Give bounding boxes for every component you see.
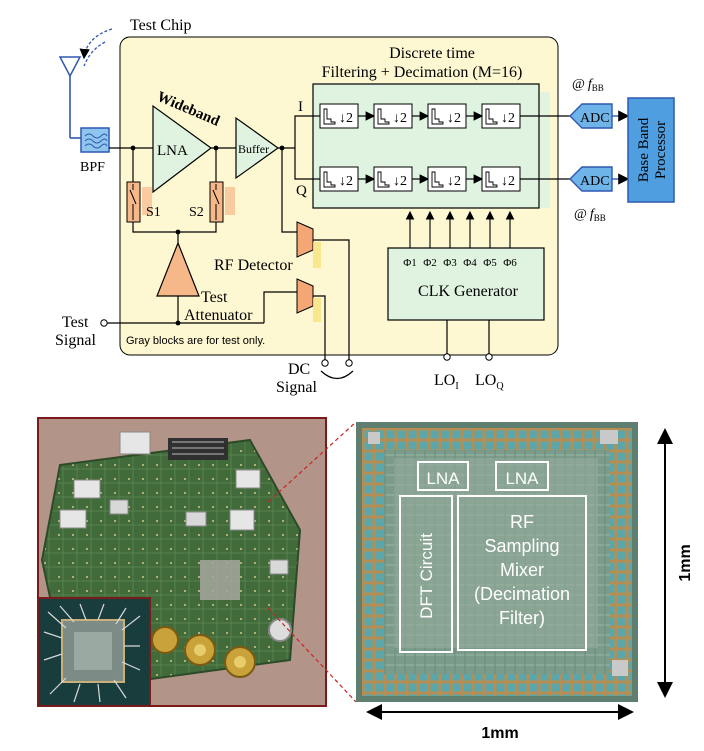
gray-blocks-note: Gray blocks are for test only. (126, 335, 265, 347)
wireless-arrow-2 (84, 42, 105, 66)
dc-terminal-2[interactable] (346, 360, 352, 366)
attenuator-label: Attenuator (184, 307, 253, 324)
svg-text:Base Band: Base Band (636, 117, 652, 182)
test-label: Test (201, 289, 228, 306)
rf-label-line: (Decimation (474, 584, 570, 604)
lo-i-terminal[interactable] (444, 354, 450, 360)
dc-terminal-1[interactable] (322, 360, 328, 366)
q-label: Q (296, 183, 307, 199)
s1-label: S1 (146, 205, 161, 220)
detector-shadow (313, 298, 321, 322)
test-signal-label-1: Test (62, 314, 89, 331)
bpf-label: BPF (80, 160, 105, 175)
rf-detector-shadow (313, 242, 321, 268)
die-lna-right-label: LNA (505, 469, 539, 488)
junction-dot (176, 321, 181, 326)
filter-title-2: Filtering + Decimation (M=16) (322, 64, 523, 81)
decimation-glyph: ↓2 (447, 174, 461, 189)
decimation-glyph: ↓2 (393, 111, 407, 126)
filter-title-1: Discrete time (389, 45, 475, 62)
lo-q-terminal[interactable] (486, 354, 492, 360)
lna-label: LNA (157, 143, 188, 159)
adc-q-label: ADC (580, 174, 610, 189)
dc-brace (321, 371, 353, 379)
fbb-top-label: @fBB (572, 77, 604, 93)
s2-label: S2 (189, 205, 204, 220)
dc-signal-label-1: DC (288, 361, 310, 378)
baseband-processor-label: Base Band Processor (636, 117, 669, 182)
phase-label: Φ4 (463, 257, 477, 269)
clk-generator-label: CLK Generator (418, 283, 519, 300)
dft-circuit-label: DFT Circuit (417, 533, 436, 619)
decimation-glyph: ↓2 (501, 174, 515, 189)
phase-label: Φ5 (483, 257, 497, 269)
i-label: I (298, 99, 303, 115)
rf-label-line: RF (510, 512, 534, 532)
wireless-arrow (84, 29, 112, 58)
switch-shadow (225, 187, 235, 215)
decimation-glyph: ↓2 (447, 111, 461, 126)
decimation-glyph: ↓2 (339, 111, 353, 126)
test-signal-terminal[interactable] (101, 320, 107, 326)
lo-q-label: LOQ (475, 372, 504, 392)
decimation-glyph: ↓2 (393, 174, 407, 189)
antenna-icon (60, 57, 81, 138)
fbb-bottom-label: @fBB (574, 207, 606, 223)
rf-label-line: Sampling (484, 536, 559, 556)
bonded-chip-inset (38, 598, 150, 706)
adc-i-label: ADC (580, 111, 610, 126)
phase-label: Φ2 (423, 257, 437, 269)
decimation-glyph: ↓2 (501, 111, 515, 126)
buffer-label: Buffer (238, 142, 269, 156)
die-lna-left-label: LNA (426, 469, 460, 488)
bpf-block (81, 128, 109, 152)
phase-label: Φ6 (503, 257, 517, 269)
rf-label-line: Filter) (499, 608, 545, 628)
dim-horizontal-label: 1mm (481, 725, 518, 742)
test-signal-label-2: Signal (55, 332, 96, 349)
svg-text:@fBB: @fBB (572, 77, 604, 93)
decimation-glyph: ↓2 (339, 174, 353, 189)
phase-label: Φ1 (403, 257, 417, 269)
lo-i-label: LOI (434, 372, 459, 392)
svg-text:Processor: Processor (653, 121, 669, 179)
dc-signal-label-2: Signal (276, 379, 317, 396)
rf-detector-label: RF Detector (214, 257, 293, 274)
rf-label-line: Mixer (500, 560, 544, 580)
svg-text:@fBB: @fBB (574, 207, 606, 223)
test-chip-label: Test Chip (130, 17, 192, 34)
dim-vertical-label: 1mm (677, 544, 694, 581)
phase-label: Φ3 (443, 257, 457, 269)
